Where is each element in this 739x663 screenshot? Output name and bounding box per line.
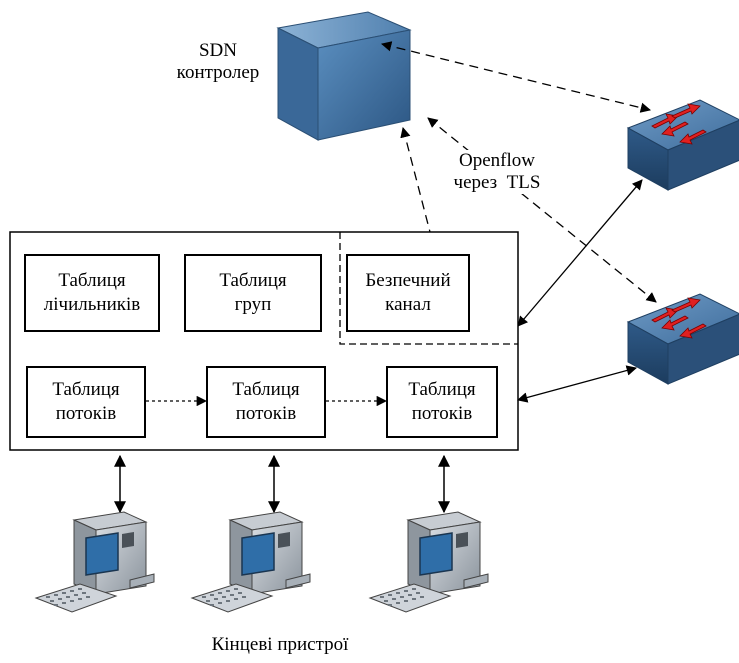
- flow-table-2-line2: потоків: [235, 403, 297, 424]
- flow-table-2-line1: Таблиця: [232, 379, 300, 400]
- flow-table-1-line2: потоків: [55, 403, 117, 424]
- controller-label-line1: SDN: [198, 40, 237, 61]
- flow-table-box-3: Таблиця потоків: [386, 366, 498, 438]
- counters-table-line2: лічильників: [43, 294, 141, 315]
- groups-table-box: Таблиця груп: [184, 254, 322, 332]
- secure-channel-line2: канал: [385, 294, 431, 315]
- flow-table-1-line1: Таблиця: [52, 379, 120, 400]
- link-flowtable-switch2: [516, 365, 638, 403]
- protocol-label: Openflow через TLS: [432, 150, 562, 194]
- link-controller-switch1: [380, 41, 652, 113]
- openflow-switch-frame: [9, 231, 519, 451]
- sdn-controller-server-icon: [276, 11, 412, 141]
- flow-table-3-line1: Таблиця: [408, 379, 476, 400]
- groups-table-line1: Таблиця: [219, 270, 287, 291]
- secure-channel-region: [339, 232, 518, 345]
- link-secure-channel-switch1: [517, 179, 643, 327]
- secure-channel-line1: Безпечний: [365, 270, 451, 291]
- network-switch-1-icon: [626, 99, 739, 191]
- groups-table-line2: груп: [234, 294, 272, 315]
- desktop-computer-2-icon: [190, 511, 311, 613]
- desktop-computer-1-icon: [34, 511, 155, 613]
- controller-label: SDN контролер: [168, 40, 268, 84]
- flow-table-3-line2: потоків: [411, 403, 473, 424]
- flow-table-box-2: Таблиця потоків: [206, 366, 326, 438]
- link-controller-secure-channel: [400, 126, 431, 233]
- controller-label-line2: контролер: [176, 62, 260, 83]
- desktop-computer-3-icon: [368, 511, 489, 613]
- counters-table-line1: Таблиця: [58, 270, 126, 291]
- network-switch-2-icon: [626, 293, 739, 385]
- counters-table-box: Таблиця лічильників: [24, 254, 160, 332]
- flow-table-box-1: Таблиця потоків: [26, 366, 146, 438]
- end-devices-label: Кінцеві пристрої: [211, 634, 349, 655]
- secure-channel-box: Безпечний канал: [346, 254, 470, 332]
- protocol-label-line2: через TLS: [432, 172, 562, 194]
- protocol-label-line1: Openflow: [432, 150, 562, 172]
